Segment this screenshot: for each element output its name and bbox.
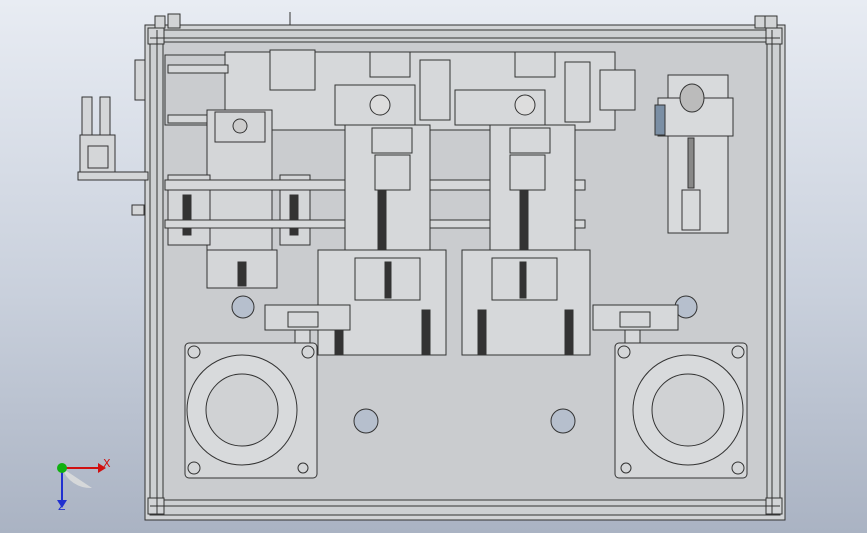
right-turntable — [614, 342, 748, 479]
left-turntable — [184, 342, 318, 479]
left-gripper — [77, 59, 149, 216]
x-axis-label: X — [103, 457, 111, 470]
center-slide-unit-left — [317, 124, 447, 356]
axis-triad-icon — [57, 463, 106, 508]
z-axis-label: Z — [58, 500, 66, 513]
top-slide-assembly — [164, 49, 636, 131]
mounting-holes — [231, 295, 698, 434]
center-slide-unit-right — [461, 124, 591, 356]
right-sensor-bracket — [654, 74, 734, 234]
